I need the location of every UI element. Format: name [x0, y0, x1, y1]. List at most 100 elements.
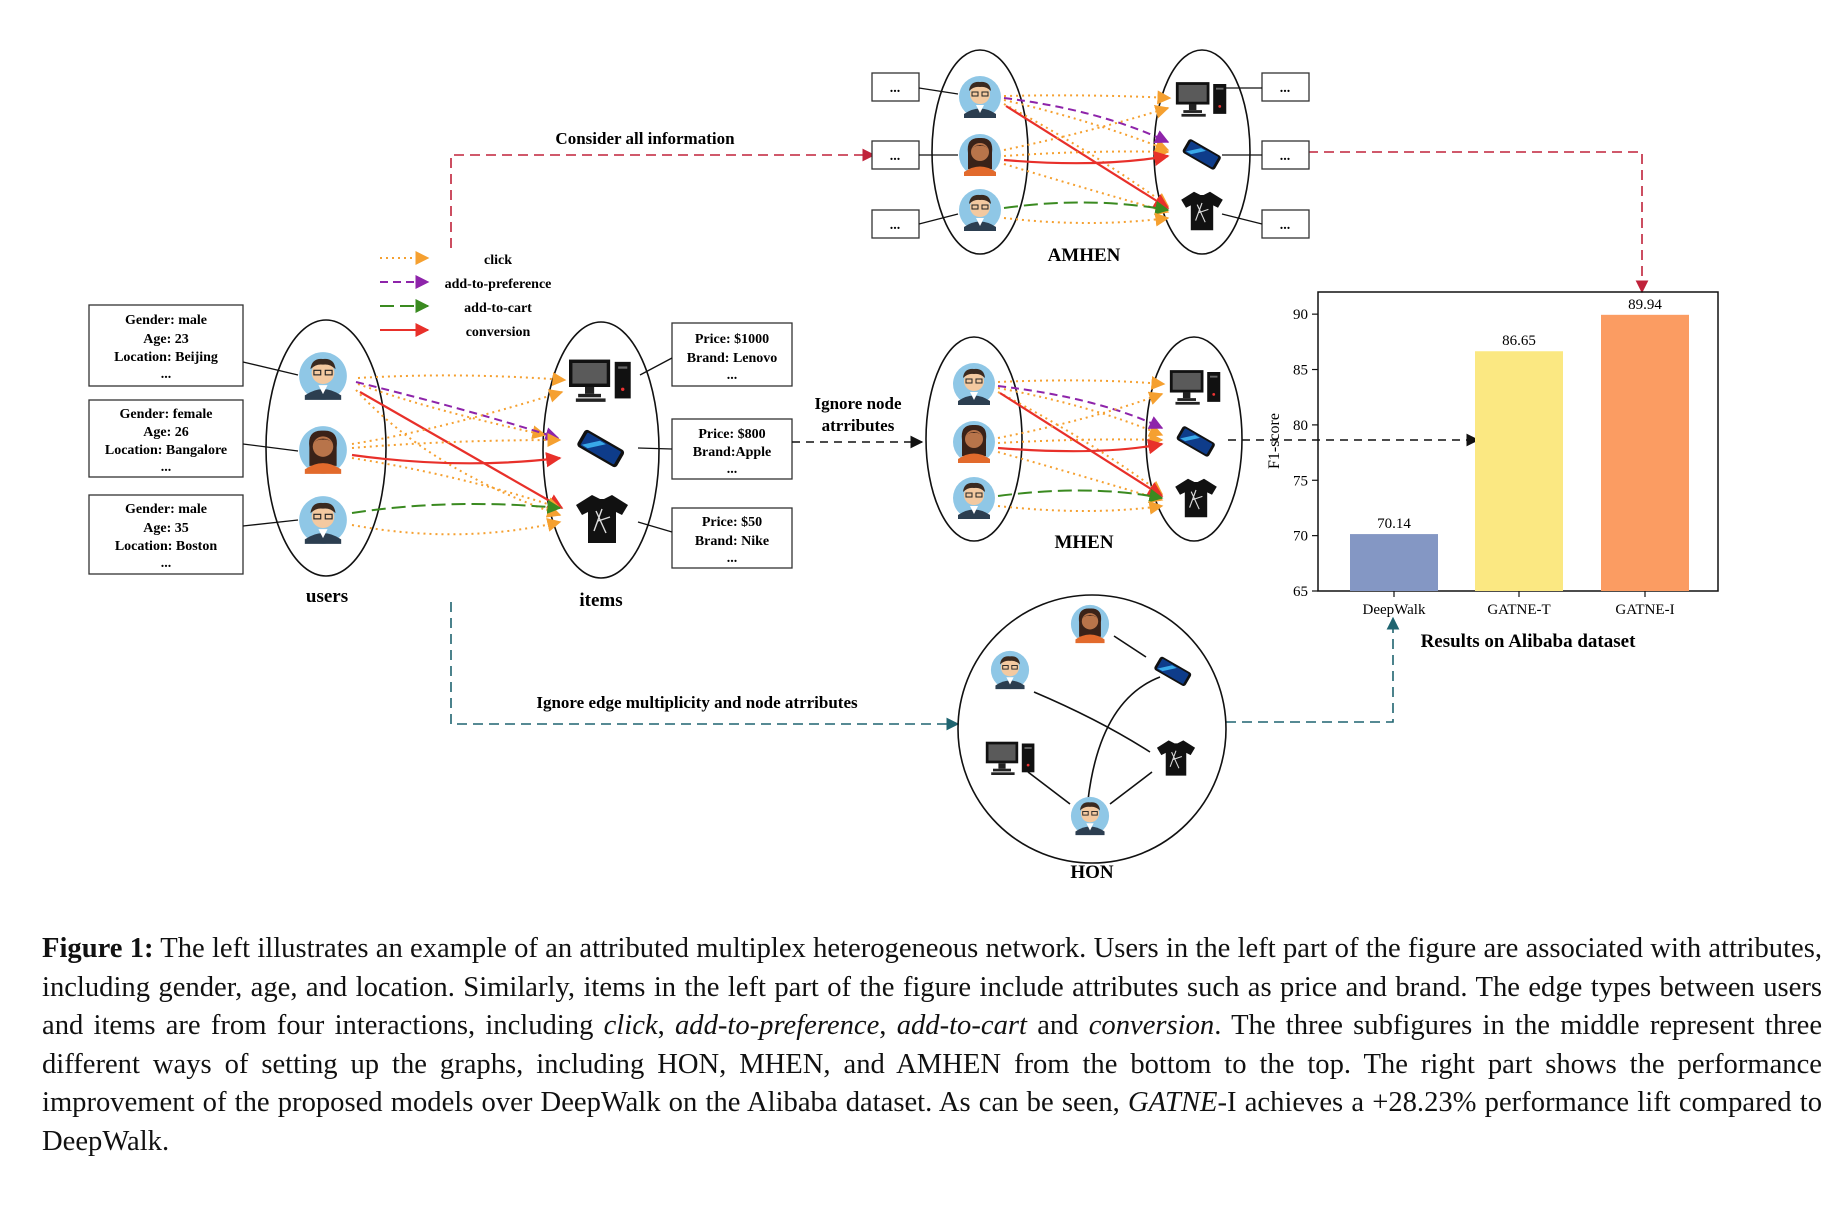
hon-to-chart-arrow [1226, 616, 1400, 723]
caption-segment: and [1026, 1010, 1089, 1042]
user-male-icon [298, 495, 348, 545]
user-female-icon [299, 426, 347, 474]
tshirt-icon [1174, 478, 1218, 518]
figure-caption: Figure 1: The left illustrates an exampl… [42, 930, 1822, 1162]
caption-segment: . The three subfigures in the middle rep… [42, 1010, 1823, 1119]
items-ellipse [542, 321, 660, 579]
item-attr-price: Price: $1000 [695, 332, 769, 347]
item-attribute-box: Price: $50 Brand: Nike ... [671, 507, 793, 569]
caption-italic-term: add-to-preference [674, 1010, 880, 1042]
legend-label-click: click [484, 253, 512, 268]
legend-label-add-to-cart: add-to-cart [464, 301, 532, 316]
user-male-icon [952, 362, 996, 406]
caption-segment: -I achieves a +28.23% performance lift c… [42, 1087, 1822, 1157]
caption-italic-term: GATNE [1127, 1087, 1218, 1119]
y-tick-label: 70 [1293, 529, 1308, 545]
item-attr-brand: Brand: Lenovo [687, 351, 778, 366]
user-female-icon [953, 421, 995, 463]
users-label: users [306, 586, 348, 607]
caption-segment: , [657, 1010, 675, 1042]
bar-value-label: 86.65 [1502, 333, 1536, 349]
tshirt-icon [575, 494, 629, 544]
user-attr-age: Age: 23 [143, 332, 189, 347]
caption-italic-term: conversion [1088, 1010, 1215, 1042]
computer-icon [1169, 370, 1221, 405]
ignore-node-label-1: Ignore node [814, 394, 902, 413]
items-label: items [579, 590, 622, 611]
tshirt-icon [1180, 191, 1224, 231]
bar-value-label: 70.14 [1377, 516, 1411, 532]
amhen-graph: ... ... ... ... ... ... AMHEN [871, 49, 1310, 266]
computer-icon [569, 359, 631, 402]
item-attribute-box: Price: $1000 Brand: Lenovo ... [671, 322, 793, 387]
computer-icon [985, 741, 1035, 775]
y-tick-label: 85 [1293, 363, 1308, 379]
y-tick-label: 75 [1293, 473, 1308, 489]
user-attr-more: ... [161, 367, 172, 382]
consider-all-arrow [450, 148, 876, 248]
hon-label: HON [1070, 862, 1114, 883]
attributed-network: Gender: male Age: 23 Location: Beijing .… [88, 304, 793, 611]
ignore-edge-label: Ignore edge multiplicity and node atrrib… [536, 693, 858, 712]
item-attr-more: ... [727, 551, 738, 566]
user-male-icon [298, 351, 348, 401]
user-attr-age: Age: 26 [143, 425, 189, 440]
phone-icon [1153, 655, 1193, 688]
user-male-icon [958, 188, 1002, 232]
user-attribute-box: Gender: male Age: 23 Location: Beijing .… [88, 304, 244, 387]
user-female-icon [1070, 604, 1110, 644]
amhen-user-attr: ... [890, 149, 901, 164]
x-tick-label: GATNE-I [1615, 602, 1674, 618]
item-attr-price: Price: $800 [698, 427, 765, 442]
user-attr-location: Location: Boston [115, 539, 218, 554]
computer-icon [1175, 82, 1227, 117]
user-attr-gender: Gender: female [120, 407, 213, 422]
bar-gatne-i [1601, 314, 1689, 591]
user-attr-location: Location: Beijing [114, 350, 218, 365]
caption-italic-term: click [603, 1010, 658, 1042]
amhen-label: AMHEN [1048, 245, 1121, 266]
ignore-node-label-2: atrributes [822, 416, 895, 435]
caption-segment: , [879, 1010, 897, 1042]
y-tick-label: 65 [1293, 584, 1308, 600]
phone-icon [1175, 425, 1216, 458]
item-attr-brand: Brand:Apple [693, 445, 772, 460]
amhen-item-attr: ... [1280, 81, 1291, 96]
user-attr-more: ... [161, 556, 172, 571]
users-ellipse [265, 319, 387, 577]
user-male-icon [1070, 796, 1110, 836]
phone-icon [1181, 138, 1222, 171]
bar-gatne-t [1475, 351, 1563, 591]
legend-label-add-to-preference: add-to-preference [445, 277, 552, 292]
consider-all-label: Consider all information [555, 129, 735, 148]
user-attribute-box: Gender: female Age: 26 Location: Bangalo… [88, 399, 244, 478]
legend-label-conversion: conversion [466, 325, 531, 340]
mhen-graph: MHEN [925, 336, 1243, 553]
item-attr-price: Price: $50 [702, 515, 762, 530]
user-attr-location: Location: Bangalore [105, 443, 227, 458]
user-male-icon [952, 476, 996, 520]
user-male-icon [958, 75, 1002, 119]
y-tick-label: 80 [1293, 418, 1308, 434]
caption-text: The left illustrates an example of an at… [42, 933, 1822, 1157]
user-male-icon [990, 650, 1030, 690]
item-attr-more: ... [727, 462, 738, 477]
bar-deepwalk [1350, 534, 1438, 591]
user-attribute-box: Gender: male Age: 35 Location: Boston ..… [88, 494, 244, 575]
figure-diagram: click add-to-preference add-to-cart conv… [88, 49, 1719, 883]
user-female-icon [959, 134, 1001, 176]
mhen-label: MHEN [1054, 532, 1113, 553]
legend: click add-to-preference add-to-cart conv… [380, 251, 552, 340]
phone-icon [576, 428, 626, 469]
ignore-edge-arrow [450, 602, 960, 731]
amhen-user-attr: ... [890, 218, 901, 233]
caption-segment: The left illustrates an example of an at… [42, 933, 1822, 1042]
user-attr-gender: Gender: male [125, 502, 207, 517]
caption-label: Figure 1: [42, 933, 154, 964]
user-attr-gender: Gender: male [125, 313, 207, 328]
chart-ylabel: F1-score [1266, 413, 1283, 469]
tshirt-icon [1156, 739, 1196, 777]
x-tick-label: DeepWalk [1363, 602, 1426, 618]
amhen-to-chart-arrow [1308, 151, 1649, 294]
